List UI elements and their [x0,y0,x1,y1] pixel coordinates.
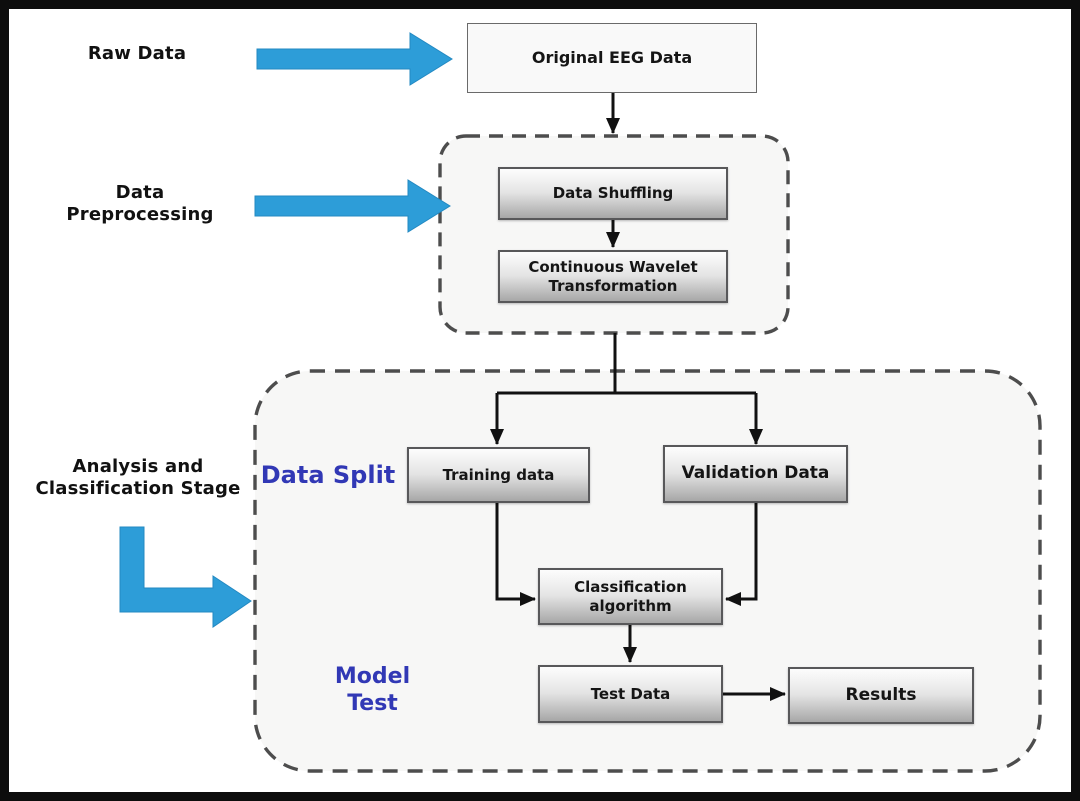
raw-data-arrow-icon [256,32,453,86]
node-training-data: Training data [407,447,590,503]
label-raw-data: Raw Data [87,43,187,64]
node-results: Results [788,667,974,724]
connector-validation-to-classifier [725,503,758,606]
label-model-test: Model Test [334,664,411,716]
node-test-data: Test Data [538,665,723,723]
label-data-preprocessing: Data Preprocessing [66,182,214,225]
node-original-eeg-data: Original EEG Data [467,23,757,93]
label-analysis-classification-stage: Analysis and Classification Stage [35,456,241,499]
node-continuous-wavelet-transformation: Continuous Wavelet Transformation [498,250,728,303]
node-data-shuffling: Data Shuffling [498,167,728,220]
preprocessing-arrow-icon [254,179,451,233]
node-validation-data: Validation Data [663,445,848,503]
analysis-bent-arrow-icon [119,526,252,628]
node-classification-algorithm: Classification algorithm [538,568,723,625]
connector-training-to-classifier [495,503,536,606]
label-data-split: Data Split [260,461,396,489]
